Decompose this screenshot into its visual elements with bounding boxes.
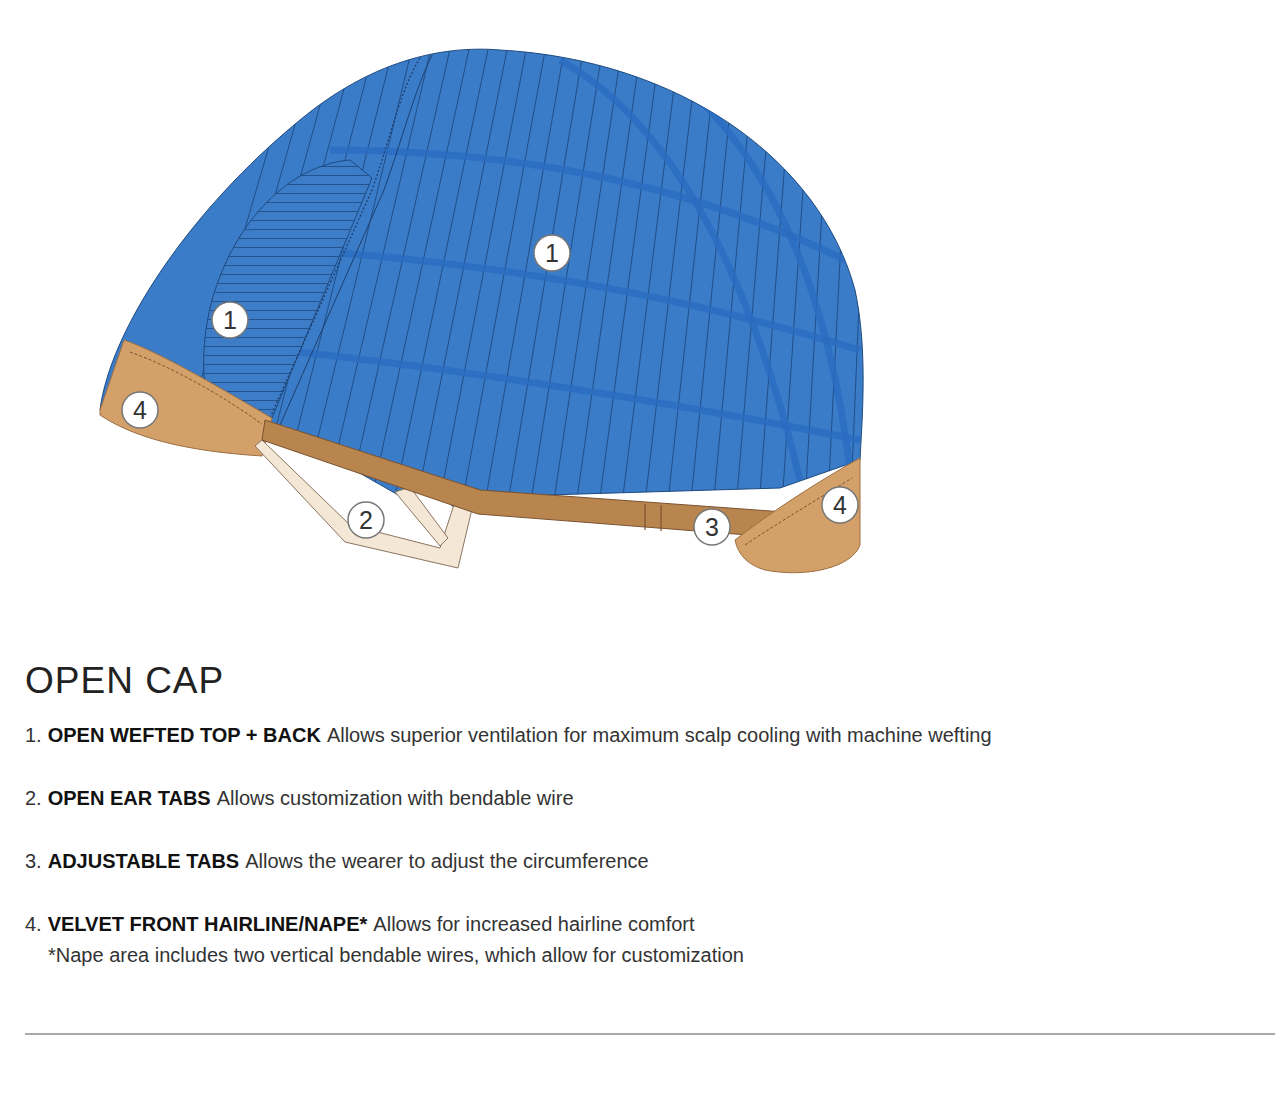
front-panel bbox=[204, 160, 372, 418]
item-description: Allows for increased hairline comfort bbox=[373, 913, 694, 935]
divider-rule bbox=[25, 1034, 1275, 1035]
item-description: Allows the wearer to adjust the circumfe… bbox=[245, 850, 649, 872]
item-description: Allows customization with bendable wire bbox=[217, 787, 574, 809]
wefting bbox=[160, 40, 927, 520]
callout-number: 2 bbox=[348, 502, 384, 538]
title: OPEN CAP bbox=[25, 660, 224, 702]
item-heading: VELVET FRONT HAIRLINE/NAPE* bbox=[48, 913, 368, 935]
callout-number: 1 bbox=[212, 302, 248, 338]
callout-number: 1 bbox=[534, 235, 570, 271]
item-heading: OPEN WEFTED TOP + BACK bbox=[48, 724, 321, 746]
item-heading: OPEN EAR TABS bbox=[48, 787, 211, 809]
item-description: *Nape area includes two vertical bendabl… bbox=[48, 944, 744, 966]
item-number: 3. bbox=[25, 850, 42, 872]
list-item: *Nape area includes two vertical bendabl… bbox=[48, 943, 744, 967]
list-item: 4. VELVET FRONT HAIRLINE/NAPE*Allows for … bbox=[25, 912, 695, 936]
list-item: 2. OPEN EAR TABS Allows customization with… bbox=[25, 786, 574, 810]
callout-number: 4 bbox=[122, 392, 158, 428]
callout-number: 3 bbox=[694, 509, 730, 545]
item-number: 4. bbox=[25, 913, 42, 935]
seam bbox=[268, 58, 420, 422]
callout-circles bbox=[122, 235, 858, 545]
seam bbox=[280, 55, 432, 425]
nape-velvet bbox=[735, 458, 860, 573]
list-item: 1. OPEN WEFTED TOP + BACK Allows superior … bbox=[25, 723, 992, 747]
item-number: 2. bbox=[25, 787, 42, 809]
callout-number: 4 bbox=[822, 487, 858, 523]
item-heading: ADJUSTABLE TABS bbox=[48, 850, 239, 872]
item-description: Allows superior ventilation for maximum … bbox=[327, 724, 992, 746]
front-velvet bbox=[100, 340, 272, 456]
item-number: 1. bbox=[25, 724, 42, 746]
list-item: 3. ADJUSTABLE TABS Allows the wearer to ad… bbox=[25, 849, 649, 873]
